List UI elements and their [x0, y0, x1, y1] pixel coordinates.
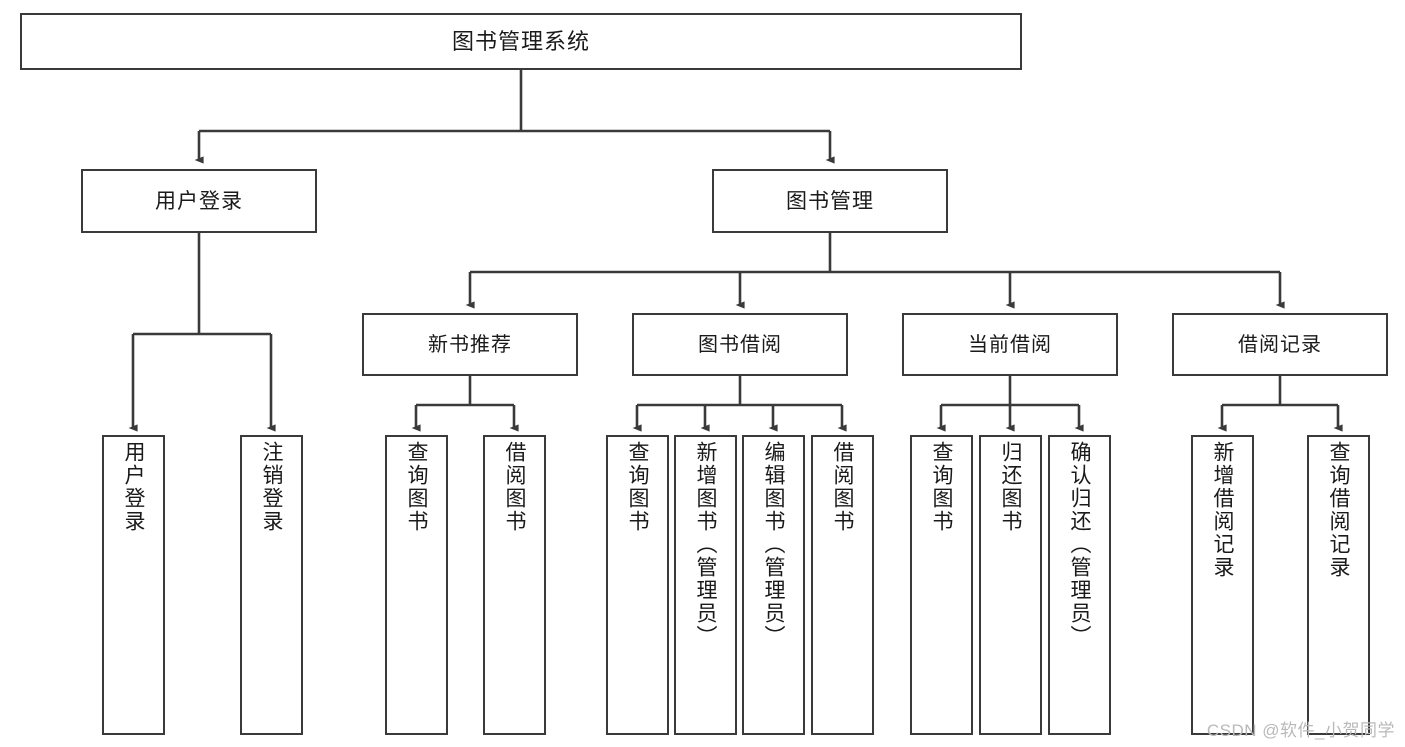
- csdn-watermark: CSDN @软件_小贺同学: [1206, 721, 1395, 740]
- node-label: 查询图书: [405, 441, 428, 533]
- node-borrowing-records[interactable]: 借阅记录: [1172, 313, 1388, 376]
- node-label: 查询借阅记录: [1327, 441, 1350, 579]
- node-label: 用户登录: [122, 441, 145, 533]
- node-root-book-management-system[interactable]: 图书管理系统: [20, 13, 1022, 70]
- leaf-node-add-borrowing-record[interactable]: 新增借阅记录: [1191, 435, 1254, 735]
- leaf-node-borrow-book[interactable]: 借阅图书: [811, 435, 874, 735]
- node-label: 确认归还（管理员）: [1068, 441, 1091, 648]
- node-label: 归还图书: [999, 441, 1022, 533]
- leaf-node-confirm-return-admin[interactable]: 确认归还（管理员）: [1048, 435, 1111, 735]
- node-book-borrowing[interactable]: 图书借阅: [632, 313, 848, 376]
- node-label: 注销登录: [260, 441, 283, 533]
- node-label: 当前借阅: [968, 333, 1052, 356]
- node-label: 借阅记录: [1238, 333, 1322, 356]
- leaf-node-query-book-current[interactable]: 查询图书: [910, 435, 973, 735]
- node-label: 编辑图书（管理员）: [762, 441, 785, 648]
- node-label: 借阅图书: [831, 441, 854, 533]
- leaf-node-edit-book-admin[interactable]: 编辑图书（管理员）: [742, 435, 805, 735]
- leaf-node-query-book-borrowing[interactable]: 查询图书: [606, 435, 669, 735]
- node-label: 用户登录: [155, 189, 243, 213]
- node-label: 借阅图书: [503, 441, 526, 533]
- node-label: 新增图书（管理员）: [694, 441, 717, 648]
- leaf-node-borrow-book-recommendation[interactable]: 借阅图书: [483, 435, 546, 735]
- leaf-node-return-book[interactable]: 归还图书: [979, 435, 1042, 735]
- node-book-management[interactable]: 图书管理: [712, 169, 948, 233]
- leaf-node-user-login[interactable]: 用户登录: [102, 435, 165, 735]
- node-label: 查询图书: [930, 441, 953, 533]
- node-user-login[interactable]: 用户登录: [81, 169, 317, 233]
- node-label: 查询图书: [626, 441, 649, 533]
- node-label: 图书借阅: [698, 333, 782, 356]
- node-current-borrowing[interactable]: 当前借阅: [902, 313, 1118, 376]
- leaf-node-query-book-recommendation[interactable]: 查询图书: [385, 435, 448, 735]
- leaf-node-add-book-admin[interactable]: 新增图书（管理员）: [674, 435, 737, 735]
- node-label: 新书推荐: [428, 333, 512, 356]
- leaf-node-logout[interactable]: 注销登录: [240, 435, 303, 735]
- node-new-book-recommendation[interactable]: 新书推荐: [362, 313, 578, 376]
- node-label: 图书管理系统: [451, 28, 590, 54]
- leaf-node-query-borrowing-record[interactable]: 查询借阅记录: [1307, 435, 1370, 735]
- node-label: 新增借阅记录: [1211, 441, 1234, 579]
- node-label: 图书管理: [786, 189, 874, 213]
